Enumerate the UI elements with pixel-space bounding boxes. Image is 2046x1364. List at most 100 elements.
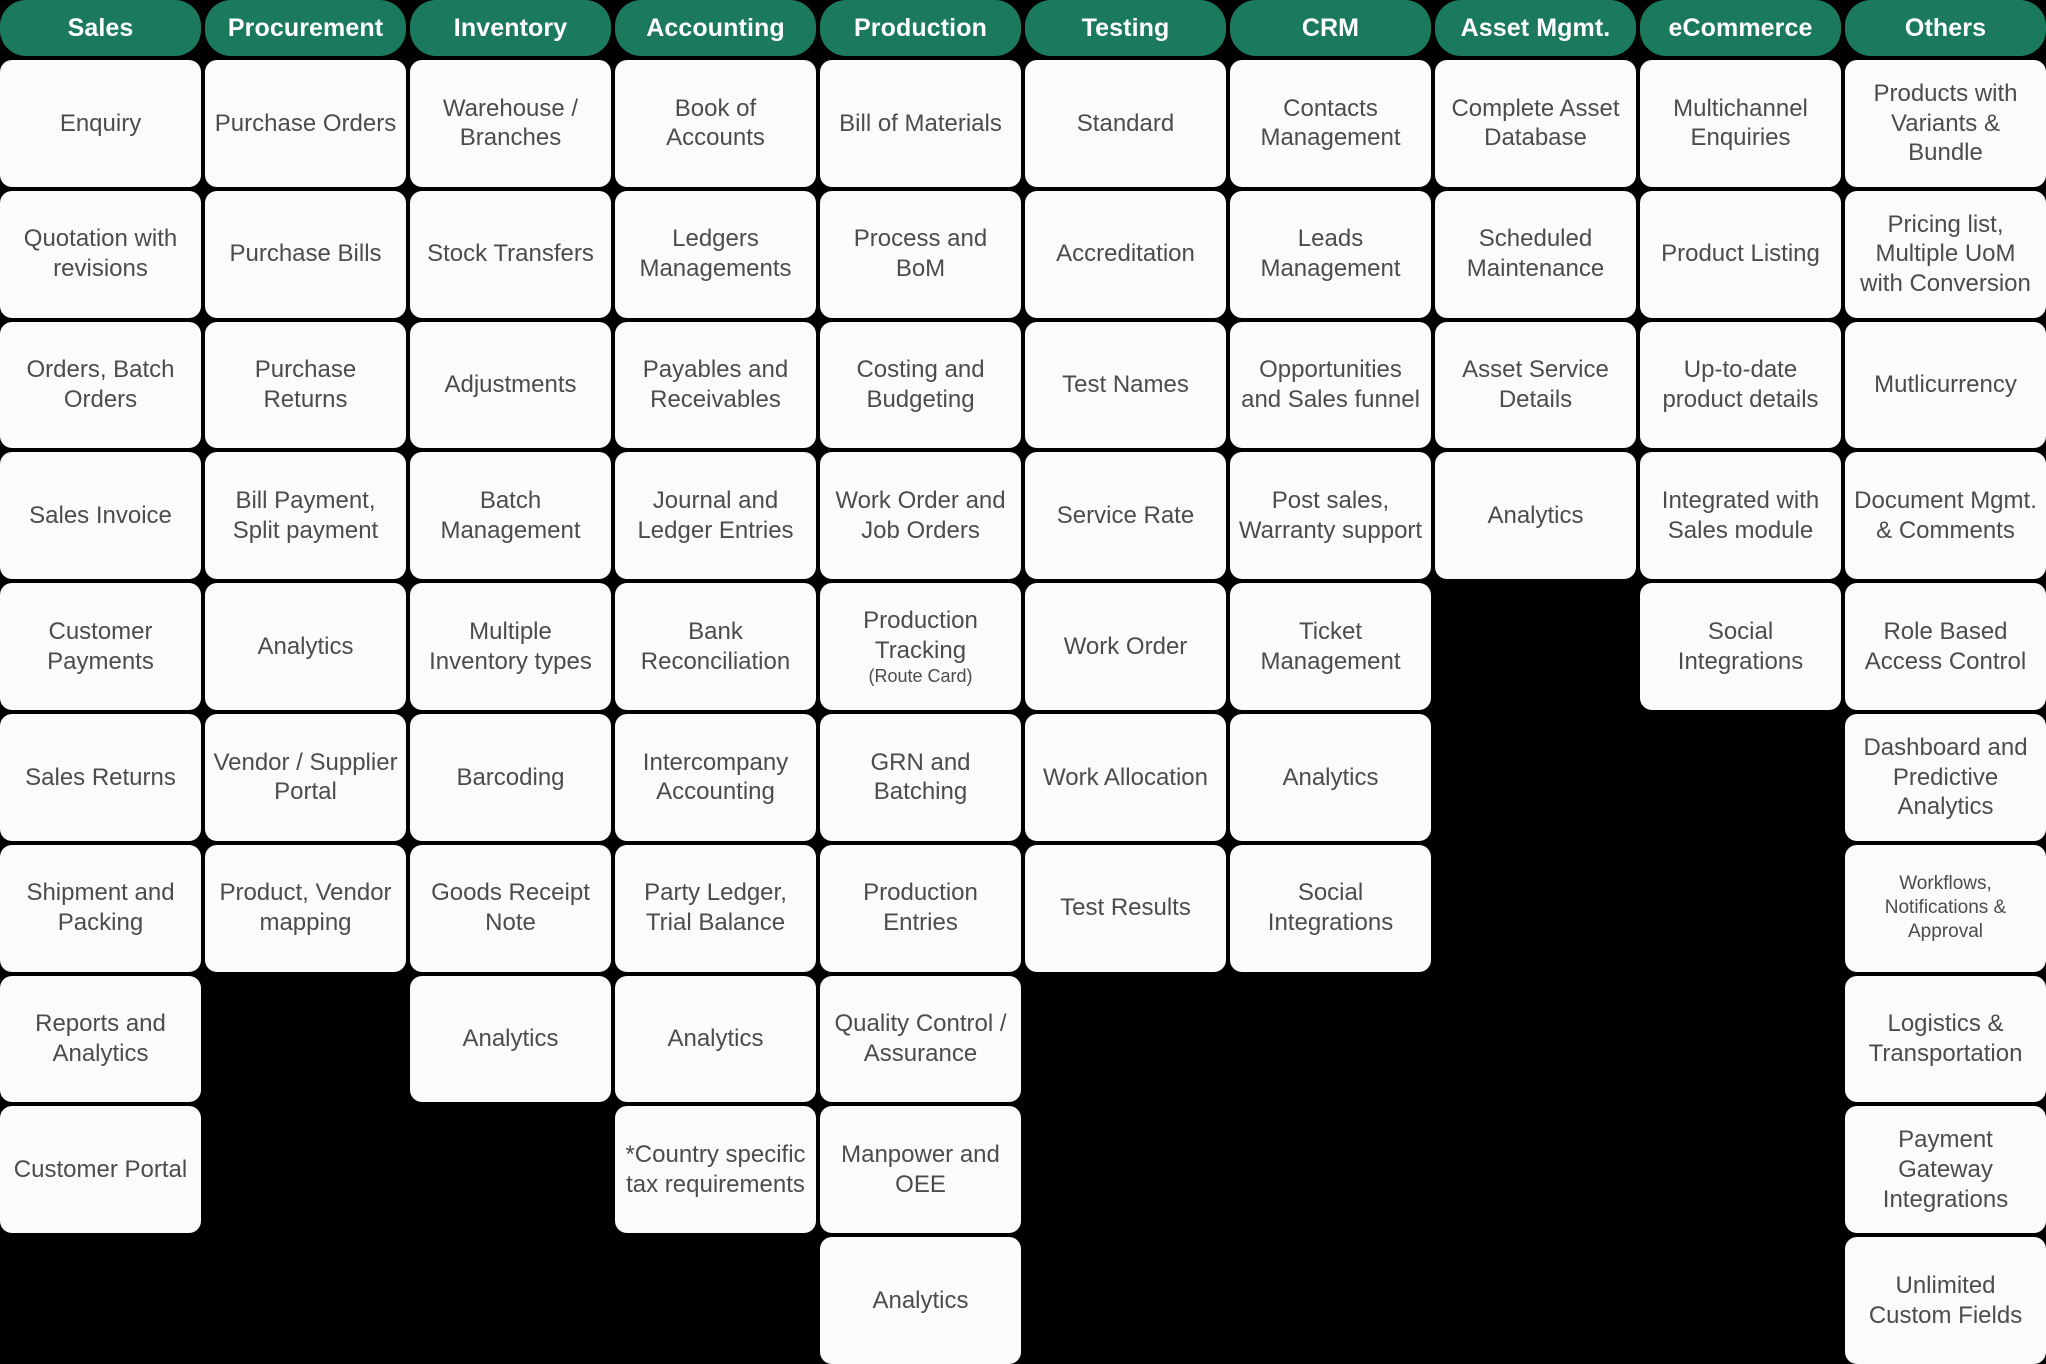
feature-card[interactable]: Customer Portal bbox=[0, 1106, 201, 1234]
feature-card[interactable]: Payment Gateway Integrations bbox=[1845, 1106, 2046, 1234]
feature-card[interactable]: Sales Returns bbox=[0, 714, 201, 841]
feature-card[interactable]: Multichannel Enquiries bbox=[1640, 60, 1841, 187]
feature-card[interactable]: Book of Accounts bbox=[615, 60, 816, 187]
feature-card[interactable]: Purchase Bills bbox=[205, 190, 406, 318]
feature-card[interactable]: Up-to-date product details bbox=[1640, 321, 1841, 449]
feature-card[interactable]: Party Ledger, Trial Balance bbox=[615, 844, 816, 972]
feature-card[interactable]: Social Integrations bbox=[1230, 844, 1431, 972]
feature-card[interactable]: Product, Vendor mapping bbox=[205, 844, 406, 972]
feature-card[interactable]: Multiple Inventory types bbox=[410, 583, 611, 710]
feature-card-label: Party Ledger, Trial Balance bbox=[644, 879, 787, 937]
feature-card[interactable]: Logistics & Transportation bbox=[1845, 975, 2046, 1103]
feature-card-label: Multiple Inventory types bbox=[429, 617, 592, 675]
feature-card[interactable]: Analytics bbox=[410, 975, 611, 1103]
feature-card[interactable]: Mutlicurrency bbox=[1845, 321, 2046, 449]
feature-card[interactable]: Post sales, Warranty support bbox=[1230, 452, 1431, 580]
feature-card[interactable]: Ticket Management bbox=[1230, 583, 1431, 710]
feature-card[interactable]: Product Listing bbox=[1640, 190, 1841, 318]
feature-card[interactable]: Integrated with Sales module bbox=[1640, 452, 1841, 580]
feature-card[interactable]: Ledgers Managements bbox=[615, 190, 816, 318]
feature-card[interactable]: Test Results bbox=[1025, 844, 1226, 972]
feature-card-label: Multichannel Enquiries bbox=[1673, 94, 1808, 152]
feature-card-label: Customer Portal bbox=[13, 1155, 188, 1183]
feature-card[interactable]: Purchase Orders bbox=[205, 60, 406, 187]
feature-card[interactable]: Asset Service Details bbox=[1435, 321, 1636, 449]
feature-card[interactable]: Enquiry bbox=[0, 60, 201, 187]
feature-card[interactable]: Payables and Receivables bbox=[615, 321, 816, 449]
feature-card[interactable]: Analytics bbox=[820, 1237, 1021, 1364]
feature-card[interactable]: Sales Invoice bbox=[0, 452, 201, 580]
column-header-accounting[interactable]: Accounting bbox=[615, 0, 816, 56]
feature-card[interactable]: Purchase Returns bbox=[205, 321, 406, 449]
column-header-inventory[interactable]: Inventory bbox=[410, 0, 611, 56]
feature-card-label: Work Allocation bbox=[1043, 763, 1208, 791]
empty-slot bbox=[1435, 714, 1636, 841]
feature-card[interactable]: Quality Control / Assurance bbox=[820, 975, 1021, 1103]
feature-card-label: Product, Vendor mapping bbox=[219, 879, 392, 937]
feature-card[interactable]: Process and BoM bbox=[820, 190, 1021, 318]
feature-card[interactable]: Bank Reconciliation bbox=[615, 583, 816, 710]
feature-card-label: Asset Service Details bbox=[1462, 356, 1609, 413]
feature-card[interactable]: *Country specific tax requirements bbox=[615, 1106, 816, 1234]
feature-card[interactable]: Contacts Management bbox=[1230, 60, 1431, 187]
feature-card[interactable]: Work Allocation bbox=[1025, 714, 1226, 841]
feature-card[interactable]: Accreditation bbox=[1025, 190, 1226, 318]
feature-card[interactable]: Standard bbox=[1025, 60, 1226, 187]
feature-card[interactable]: Bill Payment, Split payment bbox=[205, 452, 406, 580]
feature-card[interactable]: Shipment and Packing bbox=[0, 844, 201, 972]
feature-card[interactable]: Leads Management bbox=[1230, 190, 1431, 318]
feature-card[interactable]: Analytics bbox=[1435, 452, 1636, 580]
feature-card[interactable]: Products with Variants & Bundle bbox=[1845, 60, 2046, 187]
feature-card-label: Work Order and Job Orders bbox=[835, 487, 1006, 544]
feature-card[interactable]: GRN and Batching bbox=[820, 714, 1021, 841]
column-header-asset-mgmt[interactable]: Asset Mgmt. bbox=[1435, 0, 1636, 56]
feature-card-label: Test Names bbox=[1062, 371, 1189, 399]
feature-card[interactable]: Reports and Analytics bbox=[0, 975, 201, 1103]
column-header-production[interactable]: Production bbox=[820, 0, 1021, 56]
feature-card[interactable]: Warehouse / Branches bbox=[410, 60, 611, 187]
feature-card[interactable]: Journal and Ledger Entries bbox=[615, 452, 816, 580]
feature-card[interactable]: Intercompany Accounting bbox=[615, 714, 816, 841]
feature-card[interactable]: Stock Transfers bbox=[410, 190, 611, 318]
feature-card[interactable]: Analytics bbox=[205, 583, 406, 710]
empty-slot bbox=[1025, 976, 1226, 1103]
feature-card[interactable]: Costing and Budgeting bbox=[820, 321, 1021, 449]
column-header-others[interactable]: Others bbox=[1845, 0, 2046, 56]
feature-card-label: Customer Payments bbox=[47, 617, 154, 675]
feature-card[interactable]: Customer Payments bbox=[0, 583, 201, 710]
feature-card[interactable]: Workflows, Notifications & Approval bbox=[1845, 844, 2046, 972]
feature-card[interactable]: Analytics bbox=[615, 975, 816, 1103]
feature-card[interactable]: Dashboard and Predictive Analytics bbox=[1845, 714, 2046, 841]
feature-card[interactable]: Batch Management bbox=[410, 452, 611, 580]
column-header-sales[interactable]: Sales bbox=[0, 0, 201, 56]
column-header-crm[interactable]: CRM bbox=[1230, 0, 1431, 56]
feature-card-label: Sales Returns bbox=[25, 763, 176, 791]
feature-card[interactable]: Manpower and OEE bbox=[820, 1106, 1021, 1234]
feature-card[interactable]: Role Based Access Control bbox=[1845, 583, 2046, 710]
feature-card[interactable]: Analytics bbox=[1230, 714, 1431, 841]
feature-card[interactable]: Social Integrations bbox=[1640, 583, 1841, 710]
feature-card[interactable]: Goods Receipt Note bbox=[410, 844, 611, 972]
feature-card[interactable]: Scheduled Maintenance bbox=[1435, 190, 1636, 318]
feature-card[interactable]: Service Rate bbox=[1025, 452, 1226, 580]
feature-card[interactable]: Adjustments bbox=[410, 321, 611, 449]
column-header-ecommerce[interactable]: eCommerce bbox=[1640, 0, 1841, 56]
feature-card[interactable]: Unlimited Custom Fields bbox=[1845, 1237, 2046, 1364]
column-header-testing[interactable]: Testing bbox=[1025, 0, 1226, 56]
feature-card[interactable]: Bill of Materials bbox=[820, 60, 1021, 187]
feature-card[interactable]: Complete Asset Database bbox=[1435, 60, 1636, 187]
feature-card[interactable]: Vendor / Supplier Portal bbox=[205, 714, 406, 841]
feature-card[interactable]: Test Names bbox=[1025, 321, 1226, 449]
feature-card[interactable]: Opportunities and Sales funnel bbox=[1230, 321, 1431, 449]
feature-card[interactable]: Orders, Batch Orders bbox=[0, 321, 201, 449]
feature-card[interactable]: Pricing list, Multiple UoM with Conversi… bbox=[1845, 190, 2046, 318]
feature-card[interactable]: Production Tracking(Route Card) bbox=[820, 583, 1021, 710]
feature-card-label: Purchase Orders bbox=[214, 109, 397, 137]
column-header-procurement[interactable]: Procurement bbox=[205, 0, 406, 56]
feature-card[interactable]: Production Entries bbox=[820, 844, 1021, 972]
feature-card[interactable]: Work Order bbox=[1025, 583, 1226, 710]
feature-card[interactable]: Barcoding bbox=[410, 714, 611, 841]
feature-card[interactable]: Work Order and Job Orders bbox=[820, 452, 1021, 580]
feature-card[interactable]: Document Mgmt. & Comments bbox=[1845, 452, 2046, 580]
feature-card[interactable]: Quotation with revisions bbox=[0, 190, 201, 318]
